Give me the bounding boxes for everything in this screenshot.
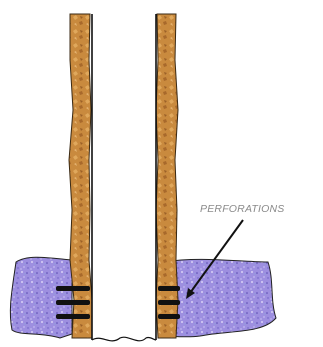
formation-right <box>164 259 276 337</box>
perforations-label: PERFORATIONS <box>200 203 284 215</box>
formation-left <box>10 257 72 338</box>
perforation-tunnel <box>158 300 180 305</box>
perforation-tunnel <box>56 300 90 305</box>
perforation-tunnel <box>56 314 90 319</box>
perforations-left <box>56 286 90 319</box>
perforation-tunnel <box>158 286 180 291</box>
perforation-tunnel <box>158 314 180 319</box>
wellbore-bottom-break <box>92 337 156 341</box>
perforations-right <box>158 286 180 319</box>
perforation-tunnel <box>56 286 90 291</box>
